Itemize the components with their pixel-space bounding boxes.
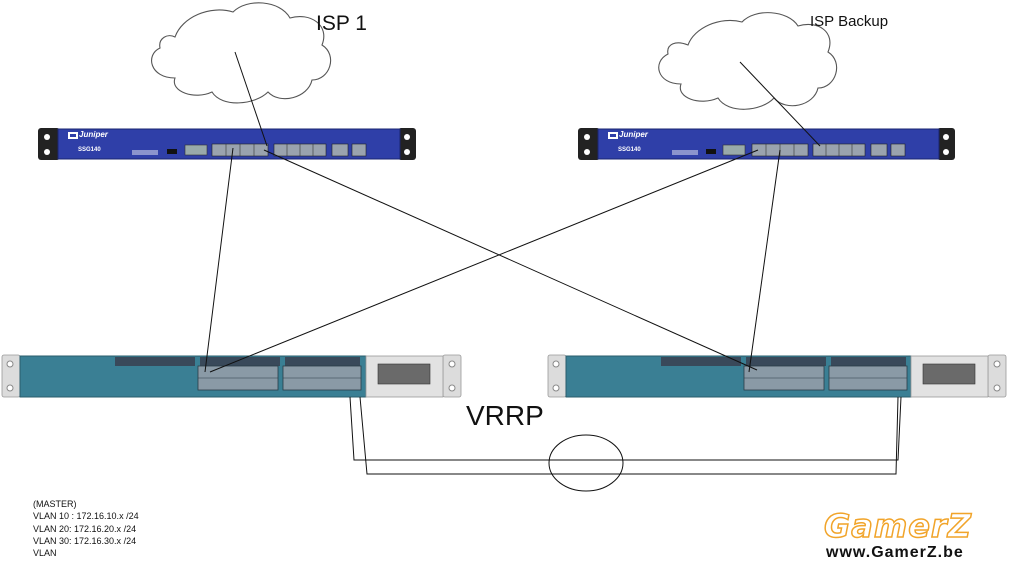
isp-backup-label: ISP Backup <box>810 13 889 30</box>
firewall-2-brand: Juniper <box>619 130 648 139</box>
firewall-1 <box>38 128 416 160</box>
firewall-1-model: SSG140 <box>78 147 101 153</box>
note-line: (MASTER) <box>33 499 77 509</box>
fw2-sw1-link <box>209 149 759 373</box>
vrrp-ellipse <box>548 434 624 492</box>
fw1-sw2-link <box>263 149 758 371</box>
note-line: VLAN 30: 172.16.30.x /24 <box>33 535 137 546</box>
vrrp-link-inner <box>359 396 899 475</box>
fw1-sw1-link <box>204 147 234 373</box>
isp1-label: ISP 1 <box>316 12 367 35</box>
note-line: VLAN 10 : 172.16.10.x /24 <box>33 511 139 522</box>
fw2-sw2-link <box>748 149 781 373</box>
switch-1 <box>1 354 462 398</box>
note-line: VLAN 20: 172.16.20.x /24 <box>33 523 137 534</box>
firewall-1-brand: Juniper <box>79 130 108 139</box>
vlan-notes: (MASTER) VLAN 10 : 172.16.10.x /24 VLAN … <box>33 498 139 559</box>
isp1-cloud <box>151 2 332 104</box>
switch-2 <box>547 354 1007 398</box>
gamerz-logo: GamerZ <box>823 507 972 545</box>
note-line: VLAN <box>33 548 57 559</box>
vrrp-link-outer <box>349 396 902 461</box>
vrrp-label: VRRP <box>466 400 544 431</box>
firewall-2-model: SSG140 <box>618 147 641 153</box>
isp-backup-uplink <box>739 61 821 147</box>
links <box>204 51 902 492</box>
isp1-uplink <box>234 51 268 147</box>
isp-backup-cloud <box>658 12 838 110</box>
firewall-2 <box>578 128 955 160</box>
gamerz-url: www.GamerZ.be <box>826 544 964 561</box>
